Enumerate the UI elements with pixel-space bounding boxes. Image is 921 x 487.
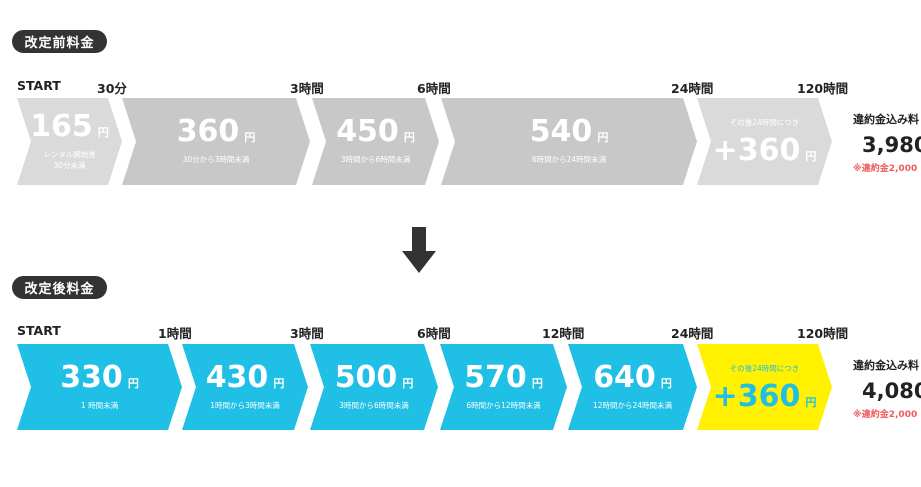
- segment-price: 360 円: [177, 117, 256, 147]
- segment-description: 1 時間未満: [80, 400, 119, 410]
- summary-label: 違約金込み料: [853, 359, 919, 372]
- after-time-label: 24時間: [671, 326, 714, 341]
- yen-unit: 円: [97, 126, 109, 139]
- price-value: 500: [334, 359, 398, 395]
- before-price-segment: その後24時間につき +360 円: [697, 98, 832, 185]
- segment-description: 6時間から24時間未満: [531, 155, 607, 165]
- summary-label: 違約金込み料: [853, 113, 919, 126]
- before-time-label: START: [17, 78, 61, 93]
- segment-description: 6時間から12時間未満: [466, 400, 541, 410]
- segment-price: 540 円: [530, 117, 609, 147]
- before-title-badge: 改定前料金: [12, 30, 107, 53]
- price-value: 360: [176, 114, 240, 150]
- after-time-label: 120時間: [797, 326, 849, 341]
- segment-price: +360 円: [713, 136, 817, 166]
- price-value: 450: [336, 114, 399, 150]
- segment-price: 165 円: [30, 112, 109, 142]
- before-price-segment: 165 円レンタル開始後 30分未満: [17, 98, 122, 185]
- summary-note: ※違約金2,000: [853, 410, 918, 420]
- yen-unit: 円: [403, 131, 415, 145]
- price-value: 330: [60, 359, 123, 395]
- after-time-label: 3時間: [290, 326, 324, 341]
- summary-note: ※違約金2,000: [853, 164, 918, 174]
- arrow-down-icon: [402, 227, 436, 273]
- before-time-label: 6時間: [417, 81, 451, 96]
- segment-description: 3時間から6時間未満: [339, 400, 409, 410]
- price-value: 165: [30, 109, 93, 144]
- after-time-label: START: [17, 323, 61, 338]
- price-value: 430: [205, 359, 269, 395]
- before-time-label: 120時間: [797, 81, 849, 96]
- before-price-segment: 540 円 6時間から24時間未満: [441, 98, 697, 185]
- yen-unit: 円: [127, 376, 139, 390]
- price-value: +360: [712, 378, 801, 414]
- before-time-label: 24時間: [671, 81, 714, 96]
- segment-caption: その後24時間につき: [729, 363, 800, 373]
- yen-unit: 円: [660, 376, 672, 390]
- segment-description: 12時間から24時間未満: [592, 400, 673, 410]
- segment-description: レンタル開始後 30分未満: [43, 150, 96, 170]
- price-value: +360: [712, 133, 801, 168]
- yen-unit: 円: [244, 131, 256, 145]
- before-price-segment: 360 円 30分から3時間未満: [122, 98, 310, 185]
- price-value: 640: [593, 359, 656, 395]
- price-value: 540: [529, 114, 593, 150]
- yen-unit: 円: [402, 376, 414, 390]
- segment-description: 30分から3時間未満: [182, 155, 250, 165]
- after-summary: 違約金込み料 4,080 ※違約金2,000: [853, 357, 921, 420]
- after-title-badge: 改定後料金: [12, 276, 107, 299]
- segment-price: 450 円: [336, 117, 415, 147]
- after-time-label: 1時間: [158, 326, 192, 341]
- after-time-label: 12時間: [542, 326, 585, 341]
- after-time-label: 6時間: [417, 326, 451, 341]
- summary-value: 4,080: [862, 379, 921, 403]
- segment-description: 3時間から6時間未満: [340, 155, 411, 165]
- segment-caption: その後24時間につき: [729, 118, 800, 127]
- segment-description: 1時間から3時間未満: [210, 400, 280, 410]
- yen-unit: 円: [531, 376, 543, 390]
- before-time-label: 3時間: [290, 81, 324, 96]
- yen-unit: 円: [597, 131, 609, 145]
- before-summary: 違約金込み料 3,980 ※違約金2,000: [853, 111, 921, 174]
- summary-value: 3,980: [862, 133, 921, 157]
- before-price-segment: 450 円 3時間から6時間未満: [312, 98, 439, 185]
- yen-unit: 円: [805, 395, 817, 409]
- yen-unit: 円: [805, 150, 817, 163]
- yen-unit: 円: [273, 376, 285, 390]
- before-time-label: 30分: [97, 81, 127, 96]
- price-value: 570: [464, 359, 527, 395]
